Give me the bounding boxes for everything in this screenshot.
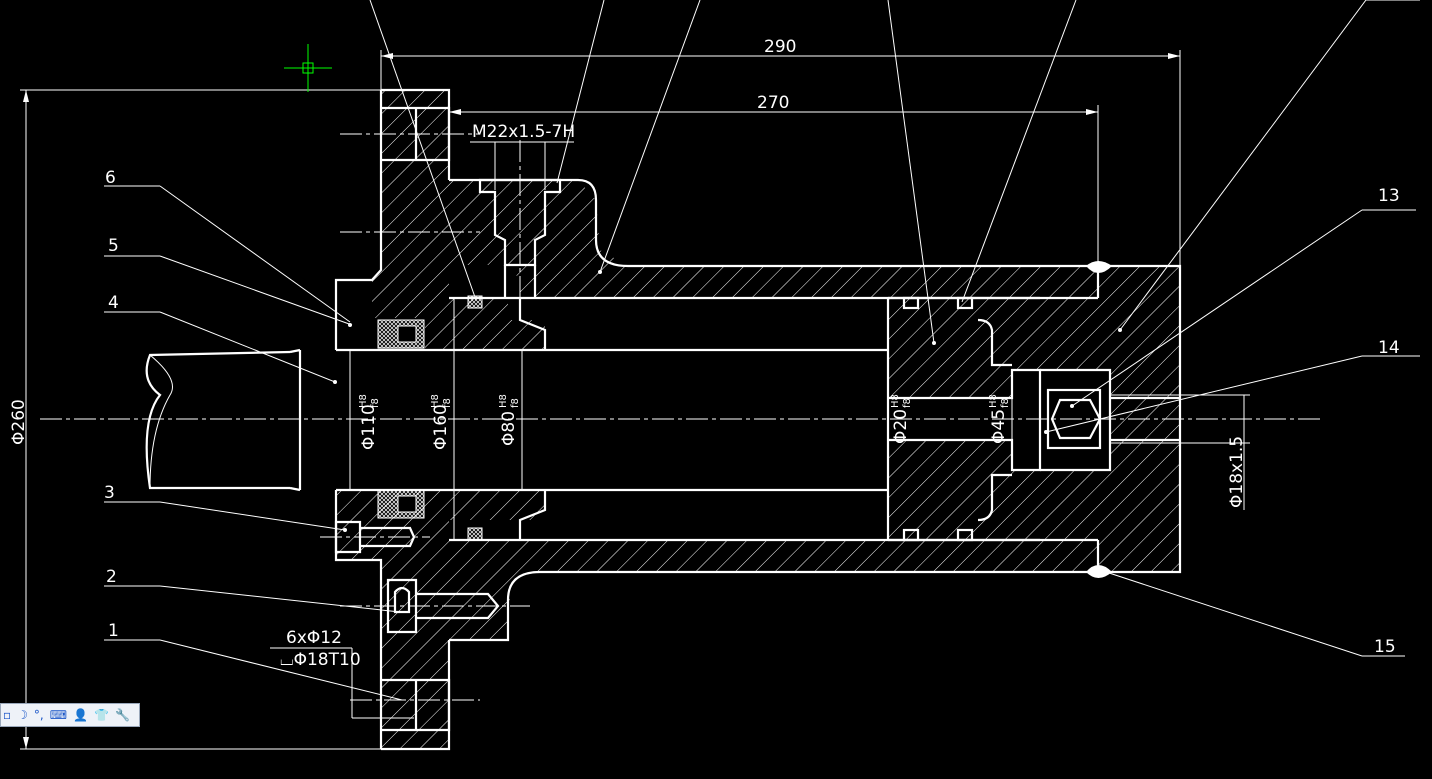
- balloon-1: 1: [108, 621, 119, 641]
- dim-nut-thread: Φ18x1.5: [1227, 436, 1247, 508]
- dim-holes-line1: 6xΦ12: [286, 628, 342, 648]
- center-lines: [40, 133, 1320, 701]
- balloon-2: 2: [106, 567, 117, 587]
- dim-bore1-fit-top: H8: [358, 394, 369, 408]
- balloon-6: 6: [105, 168, 116, 188]
- shirt-icon[interactable]: 👕: [94, 708, 109, 722]
- dim-piston-hole: Φ45: [989, 409, 1009, 444]
- dimension-texts: 290 270 M22x1.5-7H Φ260 Φ110 H8 f8 Φ160 …: [9, 37, 1247, 670]
- dim-bore2-fit-bot: f8: [442, 398, 453, 408]
- dim-holes-line2: ⌴Φ18T10: [280, 650, 361, 670]
- balloon-14: 14: [1378, 338, 1400, 358]
- dim-thread: M22x1.5-7H: [472, 122, 575, 142]
- dim-bore2-fit-top: H8: [430, 394, 441, 408]
- dim-overall-length: 290: [764, 37, 796, 57]
- dim-bore1: Φ110: [359, 404, 379, 450]
- dim-bore-depth: 270: [757, 93, 789, 113]
- dim-bore2: Φ160: [431, 404, 451, 450]
- dim-flange-dia: Φ260: [9, 399, 29, 445]
- degree-icon[interactable]: °,: [33, 708, 44, 722]
- dimension-lines: [20, 50, 1250, 750]
- mode-icon[interactable]: ▫: [3, 708, 12, 722]
- dim-piston-hole-fit-top: H8: [988, 394, 999, 408]
- dim-bore3-fit-top: H8: [498, 394, 509, 408]
- balloon-15: 15: [1374, 637, 1396, 657]
- balloon-4: 4: [108, 293, 119, 313]
- leader-dots: [333, 270, 1122, 532]
- moon-icon[interactable]: ☽: [17, 708, 28, 722]
- dim-piston-rod-fit-bot: f8: [902, 398, 913, 408]
- wrench-icon[interactable]: 🔧: [114, 708, 130, 722]
- user-icon[interactable]: 👤: [73, 708, 89, 722]
- leader-lines: [104, 0, 1420, 701]
- dim-piston-rod-fit-top: H8: [890, 394, 901, 408]
- dim-bore1-fit-bot: f8: [370, 398, 381, 408]
- seal-rings: [377, 295, 483, 541]
- status-tray: ▫ ☽ °, ⌨ 👤 👕 🔧: [0, 703, 140, 727]
- balloon-13: 13: [1378, 186, 1400, 206]
- part-outlines: [145, 88, 1182, 751]
- balloon-5: 5: [108, 236, 119, 256]
- part-balloons: 1 2 3 4 5 6 13 14 15: [104, 168, 1400, 657]
- balloon-3: 3: [104, 483, 115, 503]
- dim-bore3-fit-bot: f8: [510, 398, 521, 408]
- keyboard-icon[interactable]: ⌨: [49, 708, 68, 722]
- cad-cursor-crosshair: [284, 44, 332, 92]
- dim-piston-hole-fit-bot: f8: [1000, 398, 1011, 408]
- dim-bore3: Φ80: [499, 411, 519, 446]
- dim-piston-rod: Φ20: [891, 409, 911, 444]
